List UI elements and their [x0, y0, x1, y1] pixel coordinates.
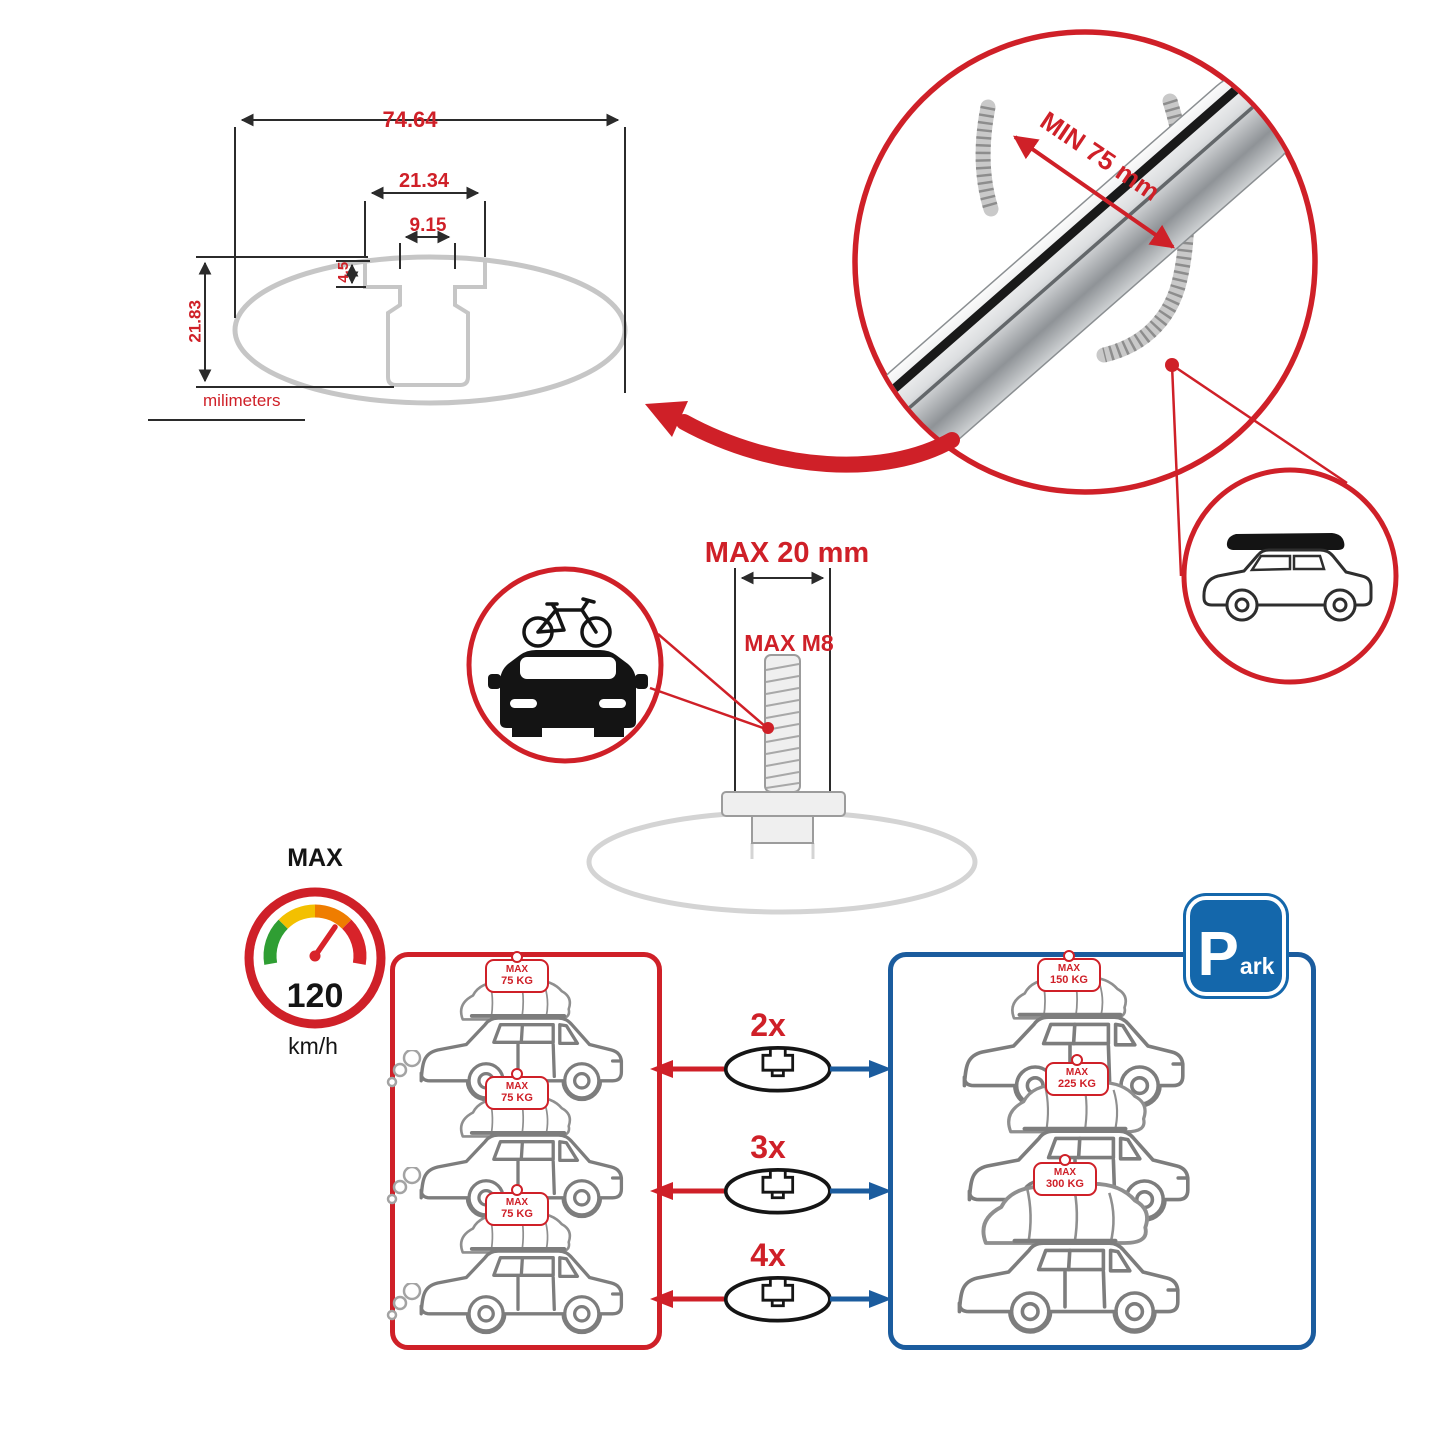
crossbar-profile-outline	[363, 259, 487, 387]
load-limit-value: 225 KG	[1058, 1078, 1096, 1090]
load-limit-max: MAX	[505, 1081, 529, 1092]
load-limit-badge: MAX 150 KG	[1037, 949, 1101, 993]
speedometer-needle	[312, 924, 338, 959]
dim-total-height: 21.83	[185, 300, 205, 343]
car-wheel-left	[512, 728, 542, 737]
bolt-icon	[721, 654, 846, 844]
exhaust-puffs-icon	[386, 1283, 422, 1321]
crossbar-cross-section	[232, 254, 628, 406]
load-limit-max: MAX	[1053, 1167, 1077, 1178]
load-limit-badge: MAX 75 KG	[485, 950, 549, 994]
load-limit-max: MAX	[505, 1197, 529, 1208]
suv-wheels	[1225, 588, 1357, 622]
moving-cars-panel	[390, 952, 662, 1350]
dim-total-width: 74.64	[382, 107, 438, 132]
crossbar-count-icon	[723, 1045, 832, 1093]
crossbar-qty-label: 2x	[750, 1007, 786, 1043]
car-windshield	[520, 657, 616, 679]
park-sign-p: P	[1197, 920, 1239, 990]
exhaust-puffs-icon	[386, 1050, 422, 1088]
dim-units-label: milimeters	[203, 391, 281, 410]
ghost-slot-lines	[750, 843, 815, 859]
speed-units-label: km/h	[288, 1033, 338, 1059]
exhaust-puffs-icon	[386, 1167, 422, 1205]
dim-slot-inner: 9.15	[409, 215, 447, 236]
qty-row-1	[650, 1045, 892, 1093]
car-mirror-left	[488, 674, 501, 689]
suv-car-icon	[945, 1218, 1185, 1338]
crossbar-count-icon	[723, 1167, 832, 1215]
crossbar-count-icon	[723, 1275, 832, 1323]
bolt-max-thread-label: MAX M8	[744, 630, 834, 656]
load-limit-max: MAX	[1057, 963, 1081, 974]
crossbar-qty-label: 4x	[750, 1237, 786, 1273]
callout-dot	[1165, 358, 1179, 372]
clamp-strap2-ribs	[975, 105, 999, 212]
qty-row-2	[650, 1167, 892, 1215]
bolt-threads	[765, 663, 800, 789]
bike-car-circle	[466, 566, 664, 764]
speedometer-hub	[309, 950, 321, 962]
speedometer-arcs	[263, 904, 367, 965]
dimension-diagram	[148, 113, 628, 421]
roofbox-car-circle	[1181, 467, 1399, 685]
load-limit-value: 150 KG	[1050, 974, 1088, 986]
load-limit-value: 300 KG	[1046, 1178, 1084, 1190]
crossbar-detail-circle	[852, 29, 1318, 495]
park-sign: P ark	[1186, 896, 1286, 996]
park-sign-ark: ark	[1239, 953, 1275, 979]
car-headlight-left	[510, 699, 537, 708]
crossbar-qty-label: 3x	[750, 1129, 786, 1165]
load-limit-max: MAX	[505, 964, 529, 975]
speed-max-label: MAX	[287, 844, 343, 872]
car-mirror-right	[635, 674, 648, 689]
speedometer	[244, 887, 386, 1029]
suv-car-icon	[419, 1246, 624, 1335]
parked-cars-panel	[888, 952, 1316, 1350]
load-limit-badge: MAX 225 KG	[1045, 1053, 1109, 1097]
load-limit-value: 75 KG	[501, 975, 533, 987]
car-headlight-right	[599, 699, 626, 708]
dimension-lines	[148, 113, 626, 421]
load-limit-value: 75 KG	[501, 1092, 533, 1104]
suv-window-rear	[1292, 554, 1326, 571]
load-limit-max: MAX	[1065, 1067, 1089, 1078]
load-limit-value: 75 KG	[501, 1208, 533, 1220]
car-wheel-right	[594, 728, 624, 737]
bike-icon	[522, 597, 612, 648]
roof-box-icon	[1226, 533, 1345, 550]
dim-slot-outer: 21.34	[398, 170, 450, 192]
suv-window-front	[1249, 554, 1292, 572]
load-limit-badge: MAX 75 KG	[485, 1067, 549, 1111]
min-clamp-arrow	[1013, 135, 1175, 249]
bolt-diagram	[586, 568, 978, 915]
load-limit-badge: MAX 300 KG	[1033, 1153, 1097, 1197]
speed-limit-value: 120	[286, 977, 344, 1015]
qty-row-3	[650, 1275, 892, 1323]
bolt-max-length-label: MAX 20 mm	[704, 537, 870, 569]
dim-lip-depth: 4.5	[334, 261, 352, 283]
load-limit-badge: MAX 75 KG	[485, 1183, 549, 1227]
